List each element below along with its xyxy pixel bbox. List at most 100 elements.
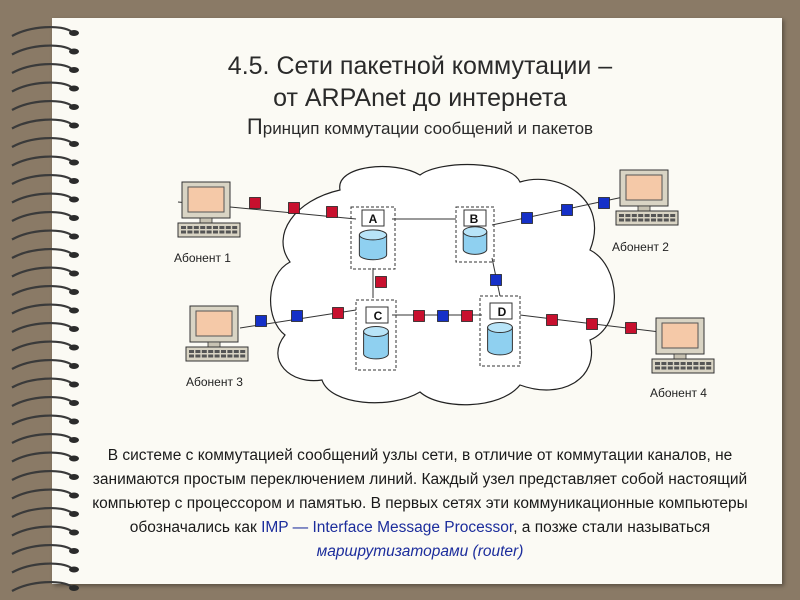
- spiral-hole: [69, 566, 79, 573]
- spiral-ring: [11, 81, 73, 93]
- packet: [332, 307, 344, 319]
- spiral-hole: [69, 233, 79, 240]
- packets: [249, 197, 637, 334]
- spiral-hole: [69, 529, 79, 536]
- subscriber-label-2: Абонент 2: [612, 240, 669, 254]
- spiral-ring: [11, 229, 73, 241]
- subscriber-computer-2: [615, 169, 679, 226]
- spiral-ring: [11, 414, 73, 426]
- router-d: [479, 295, 521, 367]
- spiral-hole: [69, 270, 79, 277]
- packet: [561, 204, 573, 216]
- subscriber-label-3: Абонент 3: [186, 375, 243, 389]
- spiral-ring: [11, 432, 73, 444]
- spiral-hole: [69, 159, 79, 166]
- spiral-ring: [11, 321, 73, 333]
- spiral-hole: [69, 344, 79, 351]
- spiral-hole: [69, 141, 79, 147]
- spiral-hole: [69, 178, 79, 184]
- spiral-hole: [69, 455, 79, 462]
- spiral-ring: [11, 118, 73, 130]
- spiral-ring: [11, 62, 73, 74]
- packet: [546, 314, 558, 326]
- packet: [291, 310, 303, 322]
- slide-title-line1: 4.5. Сети пакетной коммутации –: [227, 52, 613, 80]
- spiral-ring: [11, 192, 73, 204]
- spiral-hole: [69, 48, 79, 55]
- spiral-ring: [11, 543, 73, 555]
- routers: [350, 206, 521, 371]
- packet: [625, 322, 637, 334]
- packet: [437, 310, 449, 322]
- body-text-start: В системе с коммутацией сообщений узлы с…: [92, 447, 748, 536]
- spiral-ring: [11, 469, 73, 481]
- spiral-binding: [11, 25, 79, 592]
- subtitle-rest: ринцип коммутации сообщений и пакетов: [262, 119, 594, 138]
- spiral-hole: [69, 122, 79, 129]
- slide-title-line2: от ARPAnet до интернета: [273, 84, 567, 112]
- subscriber-label-4: Абонент 4: [650, 386, 707, 400]
- subscriber-computer-4: [651, 317, 715, 374]
- spiral-hole: [69, 548, 79, 554]
- spiral-ring: [11, 173, 73, 185]
- body-paragraph: В системе с коммутацией сообщений узлы с…: [80, 444, 760, 564]
- packet: [249, 197, 261, 209]
- spiral-ring: [11, 580, 73, 592]
- routers-term: маршрутизаторами (router): [316, 543, 524, 560]
- spiral-ring: [11, 525, 73, 537]
- packet: [413, 310, 425, 322]
- spiral-hole: [69, 67, 79, 73]
- spiral-hole: [69, 363, 79, 369]
- node-label-d: D: [498, 305, 507, 319]
- spiral-ring: [11, 395, 73, 407]
- subscriber-computers: [177, 169, 715, 374]
- spiral-ring: [11, 155, 73, 167]
- spiral-hole: [69, 215, 79, 221]
- spiral-ring: [11, 99, 73, 111]
- router-c: [355, 299, 397, 371]
- spiral-hole: [69, 326, 79, 332]
- spiral-ring: [11, 488, 73, 500]
- packet: [461, 310, 473, 322]
- spiral-ring: [11, 25, 73, 37]
- spiral-hole: [69, 418, 79, 425]
- spiral-hole: [69, 492, 79, 499]
- spiral-ring: [11, 136, 73, 148]
- spiral-hole: [69, 30, 79, 36]
- slide-subtitle: Принцип коммутации сообщений и пакетов: [120, 114, 720, 140]
- node-label-a: A: [369, 212, 378, 226]
- imp-term: IMP — Interface Message Processor: [261, 519, 514, 536]
- spiral-ring: [11, 303, 73, 315]
- packet: [598, 197, 610, 209]
- network-cloud: [270, 163, 615, 406]
- node-label-c: C: [374, 309, 383, 323]
- router-b: [455, 206, 495, 263]
- subscriber-computer-3: [185, 305, 249, 362]
- subscriber-computer-1: [177, 181, 241, 238]
- spiral-ring: [11, 562, 73, 574]
- subtitle-first-letter: П: [246, 114, 263, 139]
- spiral-hole: [69, 289, 79, 295]
- spiral-hole: [69, 585, 79, 591]
- spiral-ring: [11, 340, 73, 352]
- spiral-hole: [69, 381, 79, 388]
- spiral-ring: [11, 210, 73, 222]
- packet: [490, 274, 502, 286]
- spiral-ring: [11, 284, 73, 296]
- spiral-hole: [69, 474, 79, 480]
- packet: [375, 276, 387, 288]
- body-text-middle: , а позже стали называться: [513, 519, 711, 536]
- router-a: [350, 206, 396, 270]
- spiral-hole: [69, 196, 79, 203]
- spiral-ring: [11, 44, 73, 56]
- spiral-hole: [69, 437, 79, 443]
- spiral-hole: [69, 104, 79, 110]
- spiral-ring: [11, 506, 73, 518]
- spiral-ring: [11, 358, 73, 370]
- spiral-ring: [11, 451, 73, 463]
- spiral-hole: [69, 400, 79, 406]
- spiral-ring: [11, 266, 73, 278]
- spiral-hole: [69, 511, 79, 517]
- spiral-hole: [69, 85, 79, 92]
